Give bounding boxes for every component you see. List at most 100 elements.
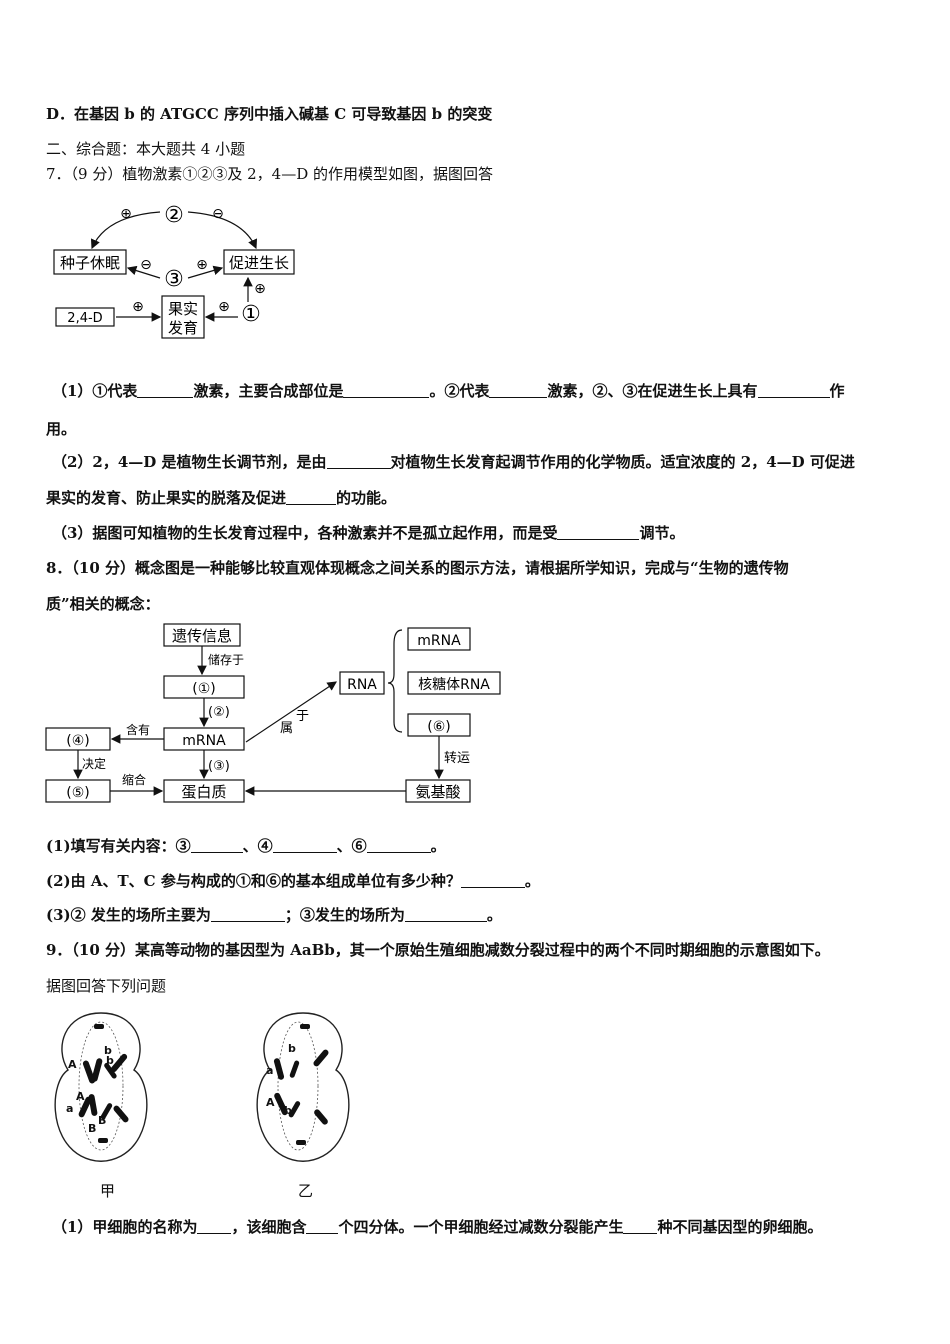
gene-label: b [106,1054,114,1067]
hormone-3-node: ③ [164,267,184,292]
box-1-label: (①) [192,681,215,697]
answer-blank[interactable] [197,1218,232,1234]
answer-blank[interactable] [190,837,243,853]
rna-label: RNA [347,677,377,693]
section-title: 二、综合题：本大题共 4 小题 [46,140,246,158]
cell-jia-label: 甲 [100,1182,116,1200]
arrow-3-to-seed [126,265,161,279]
answer-blank[interactable] [489,382,548,398]
q8-part3: (3)② 发生的场所主要为；③发生的场所为。 [46,906,502,924]
spindle [78,1021,124,1151]
determines-label: 决定 [82,756,106,771]
minus-sign: ⊖ [140,257,152,273]
answer-blank[interactable] [210,906,285,922]
gene-label: a [66,1102,73,1115]
promote-growth-box [223,249,295,275]
answer-blank[interactable] [366,837,431,853]
chromosomes [273,1024,329,1145]
transport-label: 转运 [444,751,470,766]
answer-blank[interactable] [137,382,194,398]
gene-label: A [68,1058,77,1071]
q7-part3: （3）据图可知植物的生长发育过程中，各种激素并不是孤立起作用，而是受调节。 [52,524,685,542]
stored-in-label: 储存于 [208,652,244,667]
q7-part1-cont: 用。 [46,420,77,438]
mrna-type-box [407,627,471,651]
process-3-label: (③) [208,759,230,774]
gene-label: B [88,1122,96,1135]
box-6-label: (⑥) [427,719,450,735]
fruit-development-label-1: 果实 [168,300,198,318]
cell-membrane [54,1012,148,1162]
q8-stem-1: 8．（10 分）概念图是一种能够比较直观体现概念之间关系的图示方法，请根据所学知… [46,559,789,577]
q7-part2-cont: 果实的发育、防止果实的脱落及促进的功能。 [46,489,397,507]
rrna-box [407,671,501,695]
answer-blank[interactable] [460,872,525,888]
24d-box [55,307,115,327]
cell-jia-diagram: A b b A a B B [54,1012,148,1162]
box-4-label: (④) [66,733,89,749]
rna-box [339,671,385,695]
q8-part2: (2)由 A、T、C 参与构成的①和⑥的基本组成单位有多少种？。 [46,872,540,890]
fruit-development-box [161,295,205,339]
answer-blank[interactable] [306,1218,339,1234]
arrow-3-to-growth [187,265,224,279]
genetic-info-label: 遗传信息 [172,627,232,645]
arrow-2-to-seed [90,211,161,250]
minus-sign: ⊖ [212,206,224,222]
fruit-development-label-2: 发育 [168,319,198,337]
q9-stem-1: 9．（10 分）某高等动物的基因型为 AaBb，其一个原始生殖细胞减数分裂过程中… [46,941,830,959]
plus-sign: ⊕ [196,257,208,273]
arrow-2-to-growth [187,211,258,250]
q7-stem: 7．（9 分）植物激素①②③及 2，4—D 的作用模型如图，据图回答 [46,165,494,183]
plus-sign: ⊕ [132,299,144,315]
plus-sign: ⊕ [120,206,132,222]
gene-label: A [266,1096,275,1109]
gene-label: b [104,1044,112,1057]
amino-acid-label: 氨基酸 [415,783,460,801]
belongs-label-1: 属 [280,721,293,736]
q8-stem-2: 质”相关的概念： [46,595,160,613]
gene-label: A [76,1090,85,1103]
seed-dormancy-label: 种子休眠 [60,254,120,272]
option-d: D．在基因 b 的 ATGCC 序列中插入碱基 C 可导致基因 b 的突变 [46,105,493,123]
q7-part2: （2）2，4—D 是植物生长调节剂，是由对植物生长发育起调节作用的化学物质。适宜… [52,453,855,471]
24d-label: 2,4-D [67,311,102,326]
q8-concept-map: 遗传信息 储存于 (①) (②) mRNA (③) 蛋白质 (④) 含有 决定 … [45,623,501,803]
answer-blank[interactable] [343,382,430,398]
chromosomes [78,1024,129,1143]
mrna-type-label: mRNA [417,633,461,649]
rrna-label: 核糖体RNA [418,677,490,693]
answer-blank[interactable] [757,382,830,398]
belongs-label-2: 于 [296,709,309,724]
plus-sign: ⊕ [254,281,266,297]
gene-label: a [266,1064,273,1077]
gene-label: b [288,1042,296,1055]
hormone-1-node: ① [241,302,261,327]
hormone-2-node: ② [164,203,184,228]
rna-brace [387,629,403,733]
q7-hormone-diagram: 种子休眠 促进生长 果实 发育 2,4-D ② ③ ① ⊕ ⊖ ⊖ ⊕ ⊕ ⊕ … [53,203,295,339]
seed-dormancy-box [53,249,127,275]
answer-blank[interactable] [623,1218,658,1234]
q9-part1: （1）甲细胞的名称为，该细胞含个四分体。一个甲细胞经过减数分裂能产生种不同基因型… [52,1218,823,1236]
process-2-label: (②) [208,705,230,720]
q9-stem-2: 据图回答下列问题 [46,977,167,995]
answer-blank[interactable] [286,489,337,505]
protein-label: 蛋白质 [181,783,226,801]
plus-sign: ⊕ [218,299,230,315]
promote-growth-label: 促进生长 [229,254,289,272]
answer-blank[interactable] [272,837,337,853]
protein-box [163,779,245,803]
condense-label: 缩合 [122,772,146,787]
gene-label: b [284,1104,292,1117]
answer-blank[interactable] [557,524,640,540]
q7-part1: （1）①代表激素，主要合成部位是。②代表激素，②、③在促进生长上具有作 [52,382,845,400]
spindle [277,1021,319,1151]
cell-yi-diagram: a b A b [256,1012,350,1162]
answer-blank[interactable] [326,453,391,469]
cell-membrane [256,1012,350,1162]
q8-part1: (1)填写有关内容：③、④、⑥。 [46,837,446,855]
answer-blank[interactable] [404,906,487,922]
contains-label: 含有 [126,722,150,737]
mrna-label: mRNA [182,733,226,749]
